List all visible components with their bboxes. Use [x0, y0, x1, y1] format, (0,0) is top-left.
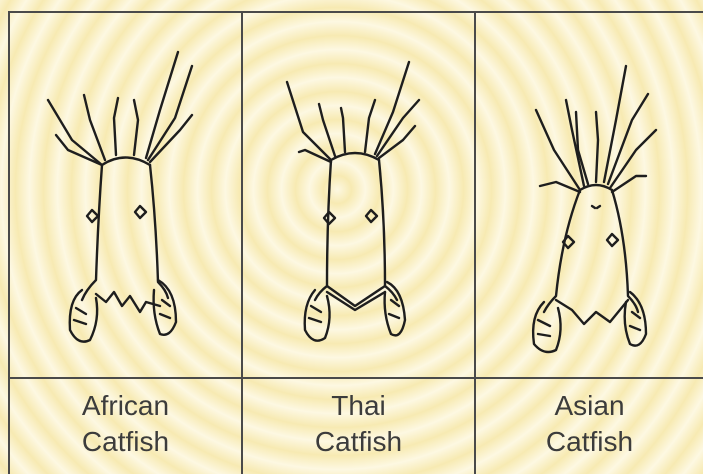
label-line-1: African: [10, 388, 241, 424]
label-line-2: Catfish: [10, 424, 241, 460]
label-asian-catfish: Asian Catfish: [476, 388, 703, 468]
label-row-divider: [8, 377, 703, 379]
label-african-catfish: African Catfish: [10, 388, 241, 468]
asian-catfish-head-illustration: [476, 0, 703, 376]
label-line-1: Thai: [243, 388, 474, 424]
label-thai-catfish: Thai Catfish: [243, 388, 474, 468]
label-line-1: Asian: [476, 388, 703, 424]
label-line-2: Catfish: [476, 424, 703, 460]
label-line-2: Catfish: [243, 424, 474, 460]
thai-catfish-head-illustration: [243, 0, 474, 376]
african-catfish-head-illustration: [10, 0, 241, 376]
